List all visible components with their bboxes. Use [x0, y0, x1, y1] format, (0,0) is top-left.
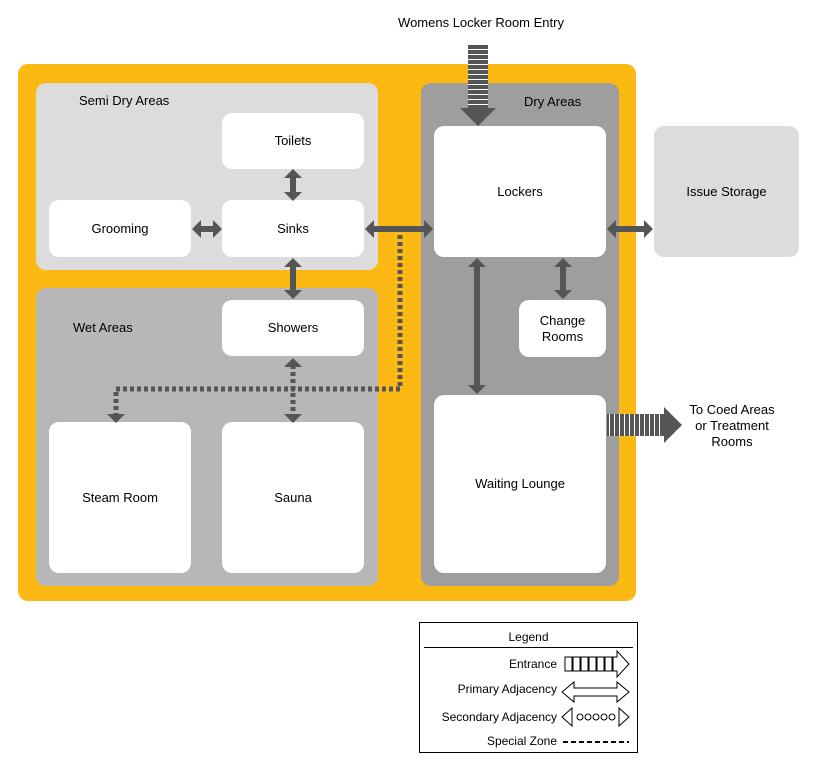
grooming-room: Grooming [49, 200, 191, 257]
sinks-showers-arrow [284, 258, 302, 299]
secondary-adjacency-paths [107, 235, 403, 423]
lockers-label: Lockers [497, 183, 543, 199]
exit-label-line1: To Coed Areas [689, 402, 775, 417]
showers-label: Showers [267, 320, 319, 335]
wet-zone-label: Wet Areas [73, 320, 133, 335]
legend: Legend Entrance Primary Adjacency Second… [419, 622, 638, 753]
sinks-lockers-arrow [365, 220, 433, 238]
steam-room: Steam Room [49, 422, 191, 573]
exit-label-line2: or Treatment [695, 418, 769, 433]
lockers-storage-arrow [607, 220, 653, 238]
legend-entrance-symbol [564, 649, 630, 679]
issue-storage-room: Issue Storage [654, 126, 799, 257]
waiting-lounge-label: Waiting Lounge [475, 476, 565, 491]
waiting-lounge-room: Waiting Lounge [434, 395, 606, 573]
toilets-label: Toilets [274, 133, 312, 148]
sauna-room: Sauna [222, 422, 364, 573]
exit-label: To Coed Areas or Treatment Rooms [672, 402, 792, 450]
legend-secondary-label: Secondary Adjacency [441, 710, 557, 724]
legend-symbols [561, 649, 630, 743]
legend-primary-symbol [561, 680, 630, 704]
legend-special-label: Special Zone [486, 734, 557, 748]
issue-storage-label: Issue Storage [686, 183, 767, 199]
sauna-label: Sauna [274, 489, 312, 505]
exit-label-line3: Rooms [711, 434, 753, 449]
entrance-arrow-in [460, 44, 496, 126]
legend-divider [424, 647, 633, 648]
toilets-room: Toilets [222, 113, 364, 169]
legend-primary-label: Primary Adjacency [457, 682, 557, 696]
grooming-label: Grooming [91, 220, 149, 236]
lockers-lounge-arrow [468, 258, 486, 394]
steam-room-label: Steam Room [82, 489, 158, 505]
sinks-room: Sinks [222, 200, 364, 257]
entrance-arrow-out [607, 407, 682, 443]
entry-label: Womens Locker Room Entry [398, 15, 564, 30]
change-rooms: Change Rooms [519, 300, 606, 357]
legend-entrance-label: Entrance [508, 657, 557, 671]
toilets-sinks-arrow [284, 169, 302, 201]
grooming-sinks-arrow [192, 220, 222, 238]
legend-title: Legend [508, 630, 549, 644]
semi-dry-zone-label: Semi Dry Areas [79, 93, 170, 108]
lockers-room: Lockers [434, 126, 606, 257]
change-rooms-label-line1: Change [539, 312, 586, 328]
legend-secondary-symbol [561, 706, 630, 728]
lockers-change-arrow [554, 258, 572, 299]
dry-zone-label: Dry Areas [524, 94, 582, 109]
sinks-label: Sinks [277, 220, 309, 236]
change-rooms-label-line2: Rooms [541, 328, 584, 344]
showers-room: Showers [222, 300, 364, 356]
